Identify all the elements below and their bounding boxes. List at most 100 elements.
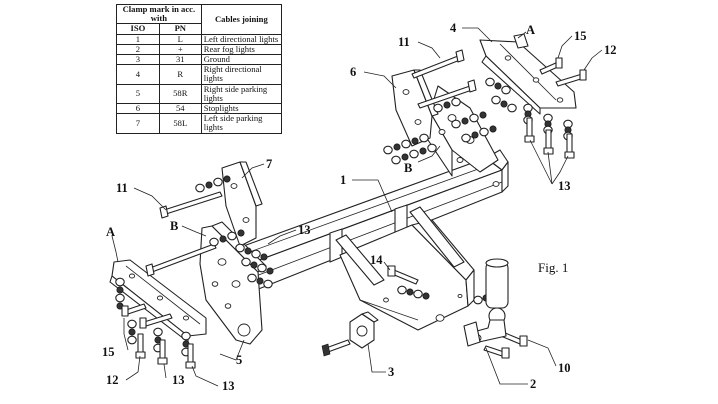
callout-leaders — [111, 27, 603, 387]
callout-13-right: 13 — [558, 179, 571, 193]
washer — [153, 327, 163, 337]
legend-col-iso: ISO — [116, 23, 160, 35]
nut — [244, 247, 252, 255]
bolt-11-left-lower — [145, 243, 217, 277]
callout-6: 6 — [350, 65, 356, 79]
nut — [494, 82, 502, 90]
washer — [235, 243, 245, 253]
legend-desc: Stoplights — [200, 103, 283, 115]
bolt-13-a — [524, 117, 535, 143]
washer — [501, 85, 511, 95]
callout-11-left: 11 — [116, 181, 128, 195]
bolt-12-top — [555, 69, 587, 87]
legend-desc: Left directional lights — [200, 33, 283, 45]
nut — [266, 267, 274, 275]
callout-b-right: B — [404, 161, 412, 175]
bolt-11-left-upper — [159, 191, 223, 219]
bolt-11-top-lower — [417, 79, 477, 109]
legend-pn: 58L — [158, 113, 202, 134]
legend-pn: 58R — [158, 83, 202, 105]
nut — [205, 181, 213, 189]
callout-13-mid: 13 — [298, 223, 311, 237]
nut — [219, 235, 227, 243]
callout-13-bottom-left-1: 13 — [172, 373, 185, 387]
cable-legend-table: Clamp mark in acc. with Cables joining I… — [116, 3, 283, 134]
callout-15-top: 15 — [574, 29, 587, 43]
callout-10: 10 — [558, 361, 571, 375]
washer — [257, 263, 267, 273]
washer — [195, 183, 205, 193]
washer — [413, 289, 423, 299]
washer — [115, 293, 125, 303]
callout-12-top: 12 — [604, 43, 617, 57]
washer — [213, 177, 223, 187]
bolt-11-top-upper — [411, 49, 465, 79]
legend-iso: 2 — [116, 43, 160, 56]
nut — [443, 101, 451, 109]
bolt-13-left-a — [135, 333, 146, 359]
washer — [473, 295, 483, 305]
nut — [479, 111, 487, 119]
callout-15-left: 15 — [102, 345, 115, 359]
legend-desc: Ground — [200, 54, 283, 66]
bolt-10-b — [483, 345, 510, 359]
callout-2: 2 — [530, 377, 536, 391]
washer — [433, 103, 443, 113]
nut — [116, 286, 124, 294]
nut — [237, 229, 245, 237]
tow-ball-assembly — [463, 258, 509, 347]
nut — [223, 175, 231, 183]
callout-4: 4 — [450, 21, 457, 35]
washer — [181, 331, 191, 341]
small-bolts — [121, 57, 587, 369]
legend-header-cables: Cables joining — [200, 4, 283, 35]
legend-pn: + — [158, 43, 202, 56]
nut — [406, 288, 414, 296]
bolt-15-left — [121, 303, 147, 317]
legend-pn: L — [158, 33, 202, 45]
bolt-13-left-b — [157, 339, 168, 365]
washer — [397, 285, 407, 295]
callout-1: 1 — [340, 173, 346, 187]
nut — [422, 292, 430, 300]
washer — [485, 77, 495, 87]
nut — [411, 137, 419, 145]
legend-pn: 31 — [158, 54, 202, 66]
socket-plate-3 — [321, 311, 379, 357]
legend-col-pn: PN — [158, 23, 202, 35]
nut — [461, 117, 469, 125]
callout-labels: 1 2 3 4 5 6 7 10 11 11 12 12 13 13 13 13… — [102, 21, 617, 393]
washer — [241, 257, 251, 267]
washer — [451, 97, 461, 107]
legend-iso: 6 — [116, 103, 160, 115]
washer — [251, 249, 261, 259]
washer — [383, 145, 393, 155]
legend-desc: Left side parking lights — [200, 113, 283, 134]
washer — [451, 119, 461, 129]
washer — [427, 143, 437, 153]
washer — [391, 155, 401, 165]
washer — [419, 133, 429, 143]
legend-pn: 54 — [158, 103, 202, 115]
bolt-15-top — [539, 57, 563, 75]
nut — [260, 253, 268, 261]
bolt-13-c — [564, 133, 575, 159]
callout-3: 3 — [388, 365, 394, 379]
washer — [209, 237, 219, 247]
legend-desc: Right directional lights — [200, 64, 283, 85]
washer — [461, 133, 471, 143]
long-bolts-11 — [145, 49, 477, 277]
legend-header-clamp-mark: Clamp mark in acc. with — [116, 3, 202, 25]
washer — [263, 279, 273, 289]
nut — [419, 147, 427, 155]
legend-iso: 5 — [116, 83, 160, 105]
washer — [401, 139, 411, 149]
nut — [250, 261, 258, 269]
washer — [507, 103, 517, 113]
bolt-14 — [387, 265, 419, 285]
